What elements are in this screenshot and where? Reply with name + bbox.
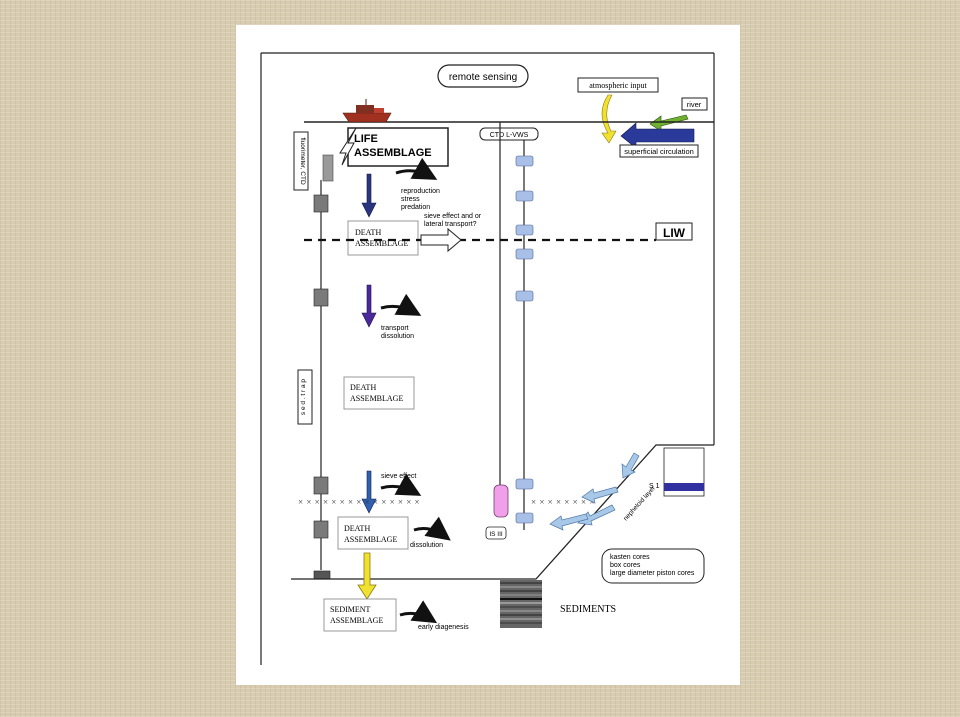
early-diagenesis-label: early diagenesis xyxy=(418,624,469,631)
cores-label-3: large diameter piston cores xyxy=(610,570,695,577)
light-blue-arrow-icon xyxy=(577,504,616,526)
ctd-lvws-label: CTD L-VWS xyxy=(490,132,529,139)
curved-arrow-2 xyxy=(380,293,422,316)
superficial-circulation-arrow xyxy=(620,122,695,149)
s1-layer-bar xyxy=(664,483,704,491)
sediment-layers-icon xyxy=(500,580,542,628)
light-blue-arrow-icon xyxy=(549,513,589,531)
research-vessel-icon xyxy=(342,99,392,123)
lvws-bottle-icon xyxy=(515,190,534,202)
sediment-assemblage-label-2: ASSEMBLAGE xyxy=(330,616,383,625)
river-box xyxy=(681,97,708,111)
curved-arrow-4 xyxy=(413,516,451,541)
transport-label: transport xyxy=(381,325,409,332)
life-assemblage-pointer xyxy=(339,127,357,166)
reproduction-label: reproduction xyxy=(401,188,440,195)
curved-arrow-3 xyxy=(380,473,422,496)
death-assemblage-1-label-a: DEATH xyxy=(355,228,381,237)
death-assemblage-3-label-a: DEATH xyxy=(344,524,370,533)
down-arrow-2 xyxy=(361,284,377,328)
cores-label-1: kasten cores xyxy=(610,554,650,561)
mooring-anchor-icon xyxy=(313,570,331,580)
fluorimeter-instrument-icon xyxy=(322,154,334,182)
lvws-bottle-icon xyxy=(515,248,534,260)
remote-sensing-box xyxy=(437,64,529,88)
sampling-x-markers-right: × × × × × × × × xyxy=(531,497,595,507)
light-blue-arrow-icon xyxy=(621,452,640,479)
remote-sensing-label: remote sensing xyxy=(449,72,517,83)
fluorimeter-ctd-label: fluorimeter, CTD xyxy=(299,137,306,185)
sediments-label: SEDIMENTS xyxy=(560,604,616,615)
death-assemblage-2-label-a: DEATH xyxy=(350,383,376,392)
lvws-bottle-icon xyxy=(515,290,534,302)
sediment-trap-icon xyxy=(313,476,329,495)
lvws-bottle-icon xyxy=(515,478,534,490)
sediment-trap-icon xyxy=(313,194,329,213)
curved-arrow-1 xyxy=(395,157,438,180)
superficial-circulation-box xyxy=(619,144,699,158)
sediment-trap-icon xyxy=(313,288,329,307)
sediment-assemblage-label-1: SEDIMENT xyxy=(330,605,371,614)
death-assemblage-2-box xyxy=(343,376,415,410)
is-iii-instrument-icon xyxy=(493,484,509,518)
down-arrow-3 xyxy=(361,470,377,514)
death-assemblage-3-box xyxy=(337,516,409,550)
lvws-bottles xyxy=(515,155,534,524)
lateral-transport-arrow xyxy=(420,227,462,253)
sieve-effect-label: sieve effect xyxy=(381,473,416,480)
predation-label: predation xyxy=(401,204,430,211)
sieve-question-label-1: sieve effect and or xyxy=(424,213,482,220)
curved-arrow-5 xyxy=(399,600,438,624)
ctd-lvws-box xyxy=(479,127,539,141)
death-assemblage-3-label-b: ASSEMBLAGE xyxy=(344,535,397,544)
cores-label-2: box cores xyxy=(610,562,641,569)
sediment-trap-icon xyxy=(313,520,329,539)
stress-label: stress xyxy=(401,196,420,203)
superficial-circulation-label: superficial circulation xyxy=(624,147,694,156)
is-iii-label: IS III xyxy=(489,531,503,538)
dissolution-label-1: dissolution xyxy=(381,333,414,340)
atmospheric-input-box xyxy=(577,77,659,93)
sea-floor-line xyxy=(291,444,714,580)
sed-trap-box xyxy=(297,369,313,425)
sampling-diagram: remote sensing atmospheric input river s… xyxy=(260,52,715,665)
lvws-bottle-icon xyxy=(515,155,534,167)
is-iii-box xyxy=(485,526,507,540)
fluorimeter-ctd-box xyxy=(293,131,309,191)
light-blue-arrow-icon xyxy=(581,486,619,504)
life-assemblage-label-1: LIFE xyxy=(354,133,378,145)
lvws-bottle-icon xyxy=(515,512,534,524)
s1-label: S 1 xyxy=(649,483,660,490)
sediment-assemblage-box xyxy=(323,598,397,632)
down-arrow-1 xyxy=(361,173,377,218)
liw-box xyxy=(655,222,693,241)
atmospheric-input-arrow xyxy=(601,94,617,144)
liw-label: LIW xyxy=(663,226,686,240)
down-arrow-yellow xyxy=(357,552,377,600)
river-arrow xyxy=(649,114,689,132)
life-assemblage-label-2: ASSEMBLAGE xyxy=(354,147,432,159)
lvws-bottle-icon xyxy=(515,224,534,236)
cores-box xyxy=(601,548,705,584)
atmospheric-input-label: atmospheric input xyxy=(589,81,647,90)
river-label: river xyxy=(687,100,702,109)
dissolution-label-2: dissolution xyxy=(410,542,443,549)
sieve-question-label-2: lateral transport? xyxy=(424,221,477,228)
sampling-x-markers: × × × × × × × × × × × × × × × xyxy=(298,497,420,507)
diagram-paper: remote sensing atmospheric input river s… xyxy=(236,25,740,685)
sed-trap-label: s e d . t r a p xyxy=(300,379,307,416)
death-assemblage-1-label-b: ASSEMBLAGE xyxy=(355,239,408,248)
death-assemblage-2-label-b: ASSEMBLAGE xyxy=(350,394,403,403)
death-assemblage-1-box xyxy=(347,220,419,256)
downslope-transport-arrows xyxy=(549,452,640,531)
